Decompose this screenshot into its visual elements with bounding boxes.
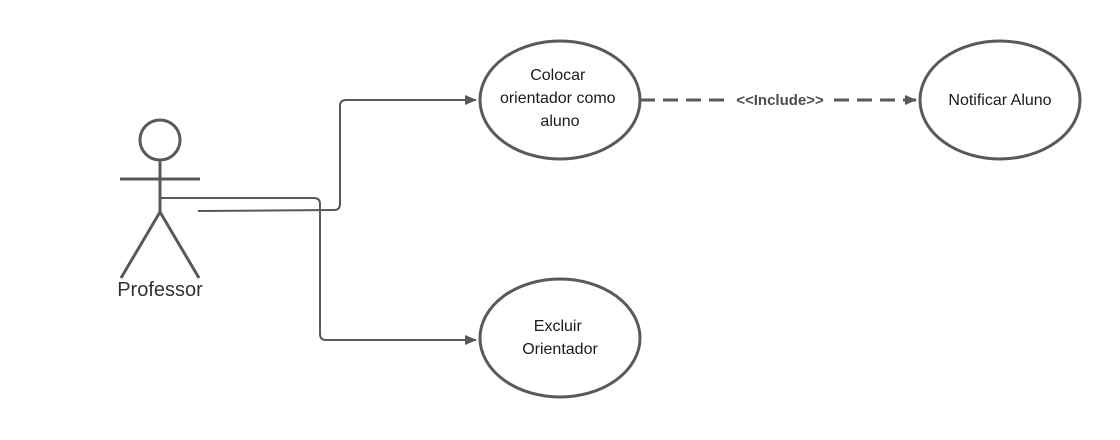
association-excluir — [160, 197, 477, 345]
use-case-excluir-orientador[interactable]: Excluir Orientador — [478, 277, 642, 399]
use-case-label: Notificar Aluno — [948, 92, 1051, 109]
use-case-label-line: orientador como — [500, 90, 616, 107]
use-case-label-line: Orientador — [522, 341, 598, 358]
use-case-ellipse — [478, 39, 642, 161]
actor-professor[interactable]: Professor — [117, 118, 203, 301]
include-label: <<Include>> — [736, 92, 824, 109]
use-case-label-line: aluno — [540, 113, 579, 130]
use-case-colocar-orientador[interactable]: Colocar orientador como aluno — [478, 39, 642, 161]
use-case-ellipse — [478, 277, 642, 399]
use-case-ellipse — [918, 39, 1082, 161]
actor-left-leg — [119, 211, 162, 279]
association-colocar — [197, 95, 477, 212]
use-case-label-line: Colocar — [530, 67, 586, 84]
use-case-label: Colocar orientador como aluno — [500, 67, 620, 130]
use-case-label-line: Excluir — [534, 318, 583, 335]
use-case-label: Excluir Orientador — [522, 318, 598, 358]
actor-label: Professor — [117, 279, 203, 301]
actor-right-leg — [158, 211, 201, 279]
actor-head — [138, 118, 182, 162]
use-case-notificar-aluno[interactable]: Notificar Aluno — [918, 39, 1082, 161]
